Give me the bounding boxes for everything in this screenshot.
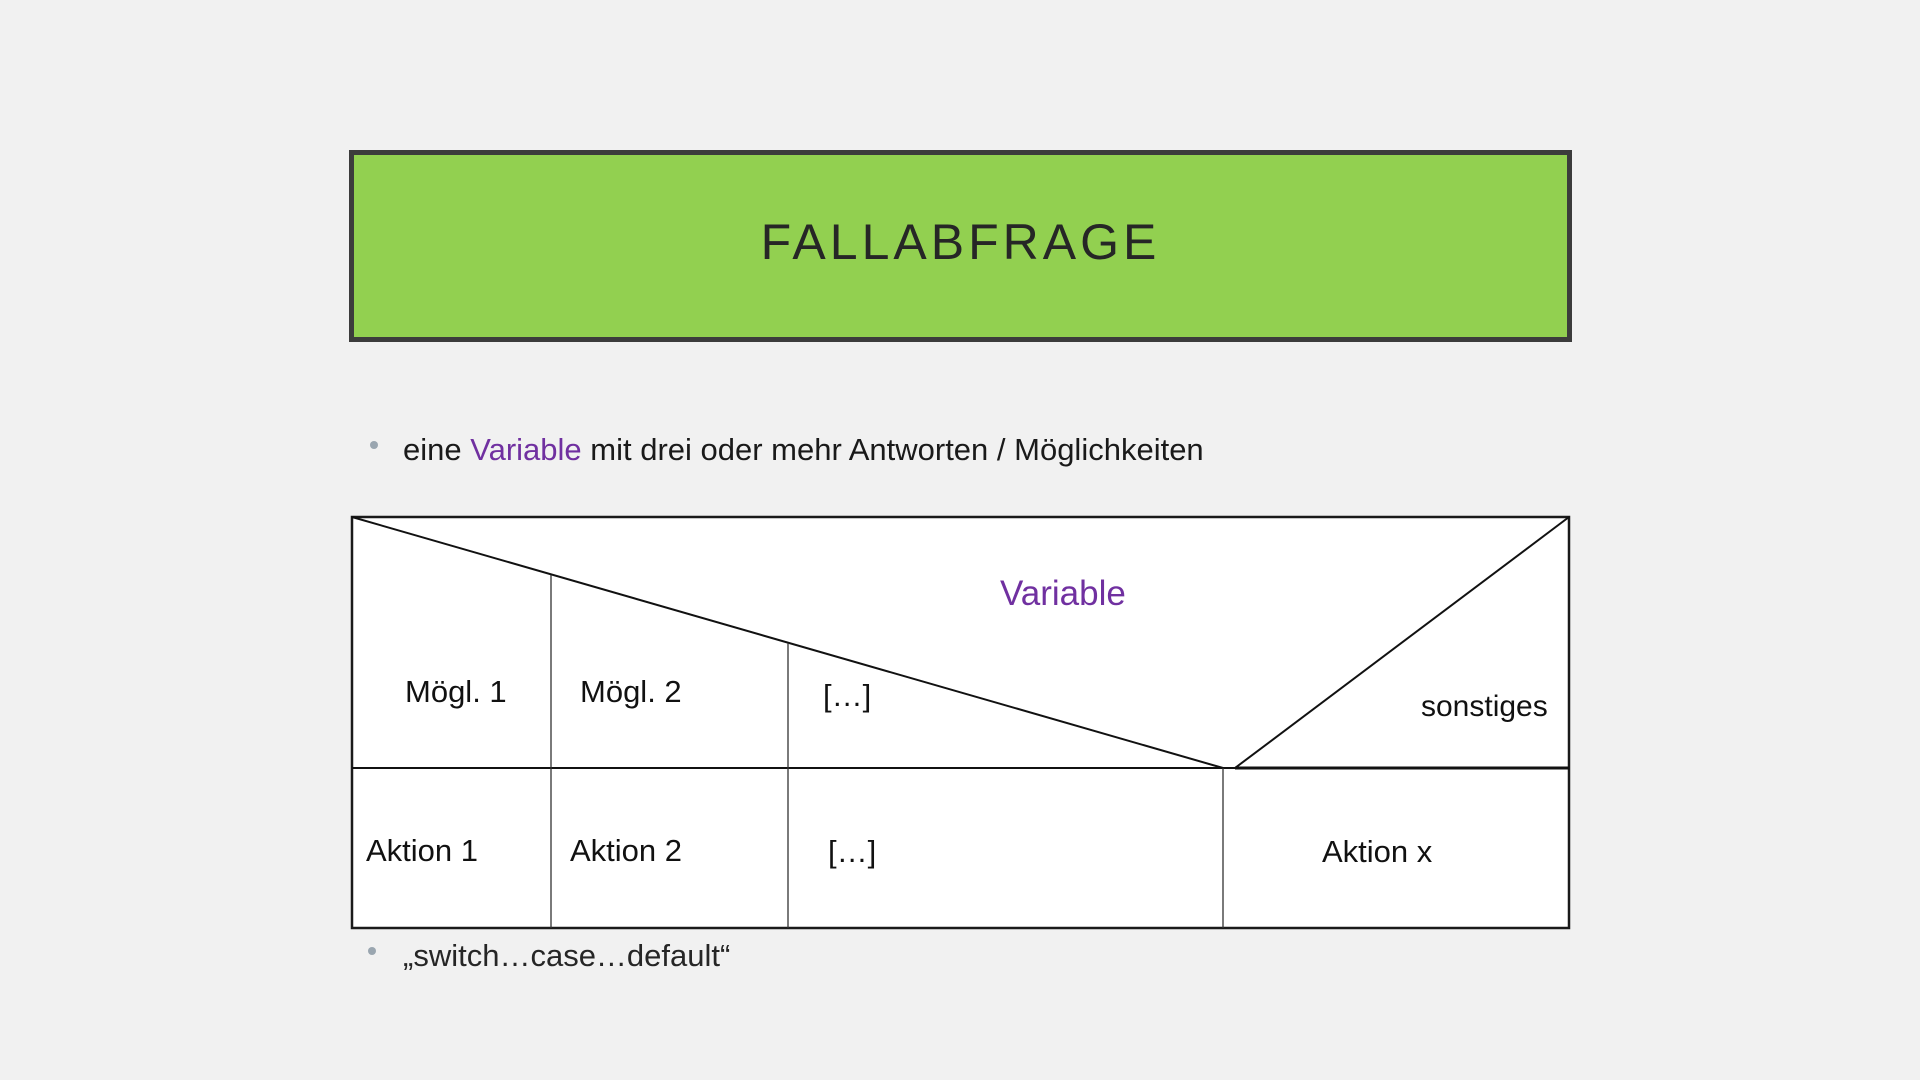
bullet-dot-icon — [368, 947, 376, 955]
diagram-left-diagonal — [351, 516, 1224, 769]
slide-title-box: FALLABFRAGE — [349, 150, 1572, 342]
case-label-1: Mögl. 1 — [405, 674, 507, 709]
bullet-2-text: „switch…case…default“ — [403, 938, 731, 973]
case-label-2: Mögl. 2 — [580, 674, 682, 709]
bullet-1-part-1: eine — [403, 432, 471, 467]
bullet-item-1: eine Variable mit drei oder mehr Antwort… — [403, 434, 1204, 465]
action-label-1: Aktion 1 — [366, 833, 479, 868]
action-label-2: Aktion 2 — [570, 833, 683, 868]
case-label-default: sonstiges — [1421, 690, 1548, 723]
bullet-1-part-3: mit drei oder mehr Antworten / Möglichke… — [581, 432, 1204, 467]
case-label-more: […] — [823, 678, 872, 713]
diagram-right-diagonal — [1234, 516, 1570, 769]
bullet-item-2: „switch…case…default“ — [403, 940, 730, 971]
slide-title: FALLABFRAGE — [760, 214, 1161, 270]
diagram-variable-header: Variable — [1000, 574, 1126, 613]
bullet-1-variable-keyword: Variable — [470, 432, 582, 467]
action-label-default: Aktion x — [1322, 834, 1433, 869]
action-label-more: […] — [828, 834, 877, 869]
bullet-dot-icon — [370, 441, 378, 449]
